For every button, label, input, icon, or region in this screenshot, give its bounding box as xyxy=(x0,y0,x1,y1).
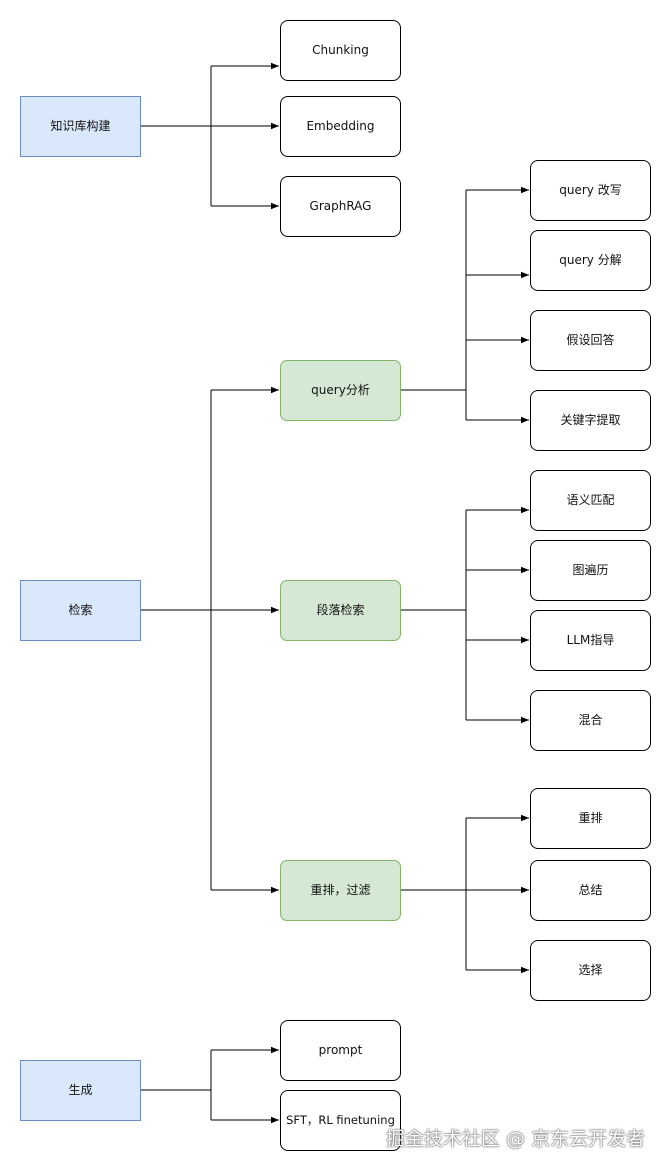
node-llm-guided: LLM指导 xyxy=(530,610,651,671)
node-semantic-matching: 语义匹配 xyxy=(530,470,651,531)
node-prompt: prompt xyxy=(280,1020,401,1081)
node-query-decompose: query 分解 xyxy=(530,230,651,291)
node-embedding: Embedding xyxy=(280,96,401,157)
node-retrieval: 检索 xyxy=(20,580,141,641)
node-keyword-extraction: 关键字提取 xyxy=(530,390,651,451)
node-sft-rl-finetuning: SFT，RL finetuning xyxy=(280,1090,401,1151)
node-summarize: 总结 xyxy=(530,860,651,921)
node-chunking: Chunking xyxy=(280,20,401,81)
node-query-analysis: query分析 xyxy=(280,360,401,421)
node-graphrag: GraphRAG xyxy=(280,176,401,237)
node-generation: 生成 xyxy=(20,1060,141,1121)
node-hybrid: 混合 xyxy=(530,690,651,751)
node-query-rewrite: query 改写 xyxy=(530,160,651,221)
watermark: 掘金技术社区 @ 京东云开发者 xyxy=(386,1128,646,1150)
node-rerank: 重排 xyxy=(530,788,651,849)
node-select: 选择 xyxy=(530,940,651,1001)
node-graph-traversal: 图遍历 xyxy=(530,540,651,601)
node-hypothetical-answer: 假设回答 xyxy=(530,310,651,371)
node-knowledge-base: 知识库构建 xyxy=(20,96,141,157)
node-rerank-filter: 重排，过滤 xyxy=(280,860,401,921)
node-passage-retrieval: 段落检索 xyxy=(280,580,401,641)
